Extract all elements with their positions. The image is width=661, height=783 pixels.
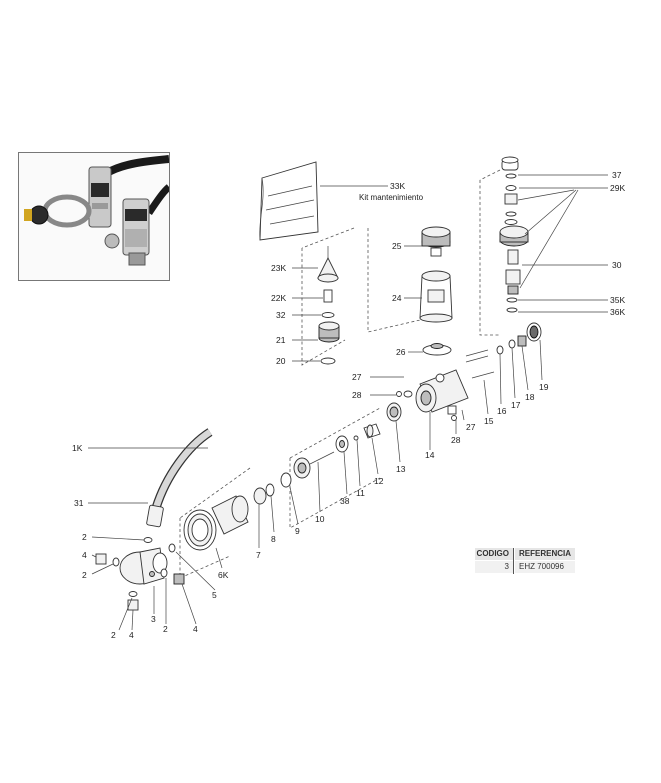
hose-and-end-cap bbox=[95, 428, 213, 611]
label-8: 8 bbox=[271, 534, 276, 544]
label-3: 3 bbox=[151, 614, 156, 624]
code-reference-table: CODIGO REFERENCIA 3 EHZ 700096 bbox=[475, 548, 575, 574]
label-14: 14 bbox=[425, 450, 435, 460]
table-divider bbox=[513, 548, 514, 574]
label-7: 7 bbox=[256, 550, 261, 560]
label-35k: 35K bbox=[610, 295, 625, 305]
label-13: 13 bbox=[396, 464, 406, 474]
label-32: 32 bbox=[276, 310, 286, 320]
label-2-top: 2 bbox=[82, 532, 87, 542]
label-37: 37 bbox=[612, 170, 622, 180]
label-16: 16 bbox=[497, 406, 507, 416]
label-25: 25 bbox=[392, 241, 402, 251]
main-body-assembly bbox=[183, 322, 542, 551]
label-27-top: 27 bbox=[352, 372, 362, 382]
label-30: 30 bbox=[612, 260, 622, 270]
label-19: 19 bbox=[539, 382, 549, 392]
reference-value: EHZ 700096 bbox=[515, 561, 575, 573]
label-1k: 1K bbox=[72, 443, 83, 453]
label-4-left: 4 bbox=[82, 550, 87, 560]
maintenance-kit-bag bbox=[259, 161, 319, 241]
label-22k: 22K bbox=[271, 293, 286, 303]
label-26: 26 bbox=[396, 347, 406, 357]
right-group-boundary bbox=[479, 180, 500, 336]
code-header: CODIGO bbox=[475, 548, 513, 560]
reference-header: REFERENCIA bbox=[515, 548, 575, 560]
label-33k: 33K bbox=[390, 181, 405, 191]
label-15: 15 bbox=[484, 416, 494, 426]
label-21: 21 bbox=[276, 335, 286, 345]
left-group-boundary bbox=[301, 248, 346, 366]
code-value: 3 bbox=[475, 561, 513, 573]
label-11: 11 bbox=[356, 488, 365, 498]
label-20: 20 bbox=[276, 356, 286, 366]
label-17: 17 bbox=[511, 400, 521, 410]
label-9: 9 bbox=[295, 526, 300, 536]
label-38: 38 bbox=[340, 496, 350, 506]
label-4-right: 4 bbox=[193, 624, 198, 634]
label-27-right: 27 bbox=[466, 422, 476, 432]
label-2-left: 2 bbox=[82, 570, 87, 580]
body-group-boundary bbox=[179, 518, 231, 579]
center-group-boundary bbox=[367, 228, 421, 333]
label-6k: 6K bbox=[218, 570, 229, 580]
label-31: 31 bbox=[74, 498, 84, 508]
label-23k: 23K bbox=[271, 263, 286, 273]
label-12: 12 bbox=[374, 476, 384, 486]
label-28-right: 28 bbox=[451, 435, 461, 445]
label-5: 5 bbox=[212, 590, 217, 600]
label-18: 18 bbox=[525, 392, 535, 402]
center-group-parts bbox=[419, 226, 453, 356]
label-2-bottom-left: 2 bbox=[111, 630, 116, 640]
label-29k: 29K bbox=[610, 183, 625, 193]
regulator-photo-inset bbox=[18, 152, 172, 281]
label-24: 24 bbox=[392, 293, 402, 303]
left-column-parts bbox=[317, 246, 340, 365]
regulator-photo bbox=[19, 153, 172, 280]
label-36k: 36K bbox=[610, 307, 625, 317]
label-10: 10 bbox=[315, 514, 325, 524]
right-column-parts bbox=[499, 156, 529, 313]
label-28-top: 28 bbox=[352, 390, 362, 400]
label-kit-mantenimiento: Kit mantenimiento bbox=[359, 193, 424, 202]
label-2-bottom: 2 bbox=[163, 624, 168, 634]
label-4-bottom: 4 bbox=[129, 630, 134, 640]
